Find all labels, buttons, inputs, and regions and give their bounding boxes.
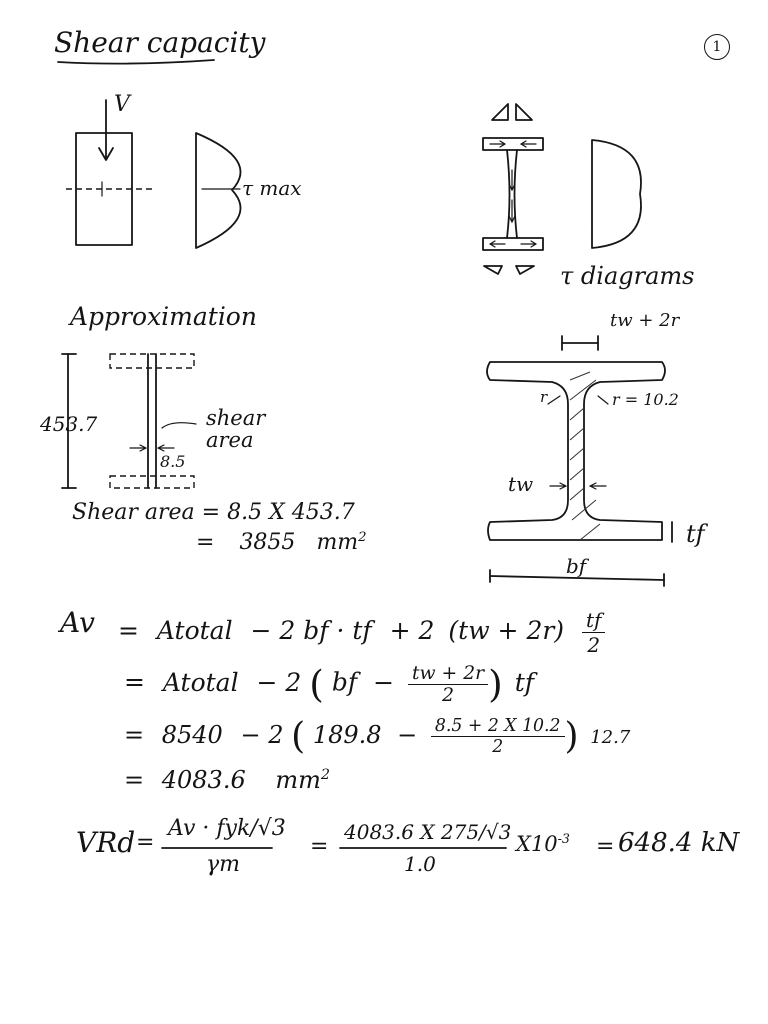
i-section-shear-flow-sketch xyxy=(482,103,642,275)
shear-area-note-2: area xyxy=(206,428,254,452)
av-value: 4083.6 xyxy=(161,766,246,794)
load-arrow-head xyxy=(98,147,114,161)
av-lhs: Av xyxy=(60,606,95,639)
load-label: V xyxy=(114,92,130,117)
vrd-factor-base: X10 xyxy=(516,832,558,856)
eq-sign: = xyxy=(118,616,139,645)
av-exp: 2 xyxy=(320,767,331,784)
rectangular-section-sketch xyxy=(66,99,152,246)
tw-2r-label: tw + 2r xyxy=(610,310,680,331)
tf-value: 12.7 xyxy=(590,727,631,748)
vrd-eq2: = xyxy=(310,834,329,859)
av-line-3: = 8540 − 2 ( 189.8 − 8.5 + 2 X 10.2 2 ) … xyxy=(124,716,631,757)
shear-area-calc-1: Shear area = 8.5 X 453.7 xyxy=(72,500,355,525)
shear-area-unit: mm xyxy=(316,530,359,555)
page-title: Shear capacity xyxy=(54,26,266,59)
vrd-frac2-den: 1.0 xyxy=(404,852,436,876)
vrd-frac1-num: Av · fyk/√3 xyxy=(168,816,286,841)
height-dim-label: 453.7 xyxy=(40,412,98,436)
bf-dim-line xyxy=(489,575,665,581)
av-line-2: = Atotal − 2 ( bf − tw + 2r 2 ) tf xyxy=(124,662,535,706)
ghost-top-flange xyxy=(109,353,195,369)
vrd-factor-exp: -3 xyxy=(557,831,570,847)
av-line-1: = Atotal − 2 bf · tf + 2 (tw + 2r) tf 2 xyxy=(118,608,606,657)
inner-minus: − xyxy=(373,667,395,697)
eq-sign: = xyxy=(124,667,145,697)
frac-den: 2 xyxy=(492,737,504,757)
frac-num: tf xyxy=(582,608,606,633)
rolled-i-section-sketch xyxy=(486,335,673,587)
bf-value: 189.8 xyxy=(312,721,382,749)
a-total: Atotal xyxy=(162,667,239,697)
title-underline xyxy=(57,59,215,65)
inner-minus: − xyxy=(397,721,418,749)
tf-over-2: tf 2 xyxy=(582,608,606,657)
a-total-value: 8540 xyxy=(161,721,223,749)
plus-2: + 2 xyxy=(389,616,435,645)
minus-2: − 2 xyxy=(256,667,302,697)
vrd-factor: X10-3 xyxy=(516,831,570,856)
frac-num: 8.5 + 2 X 10.2 xyxy=(430,716,565,737)
shear-area-eq2: = xyxy=(196,530,215,555)
web-stress-shape xyxy=(591,139,642,249)
tau-diagrams-caption: τ diagrams xyxy=(560,262,695,290)
shear-area-value: 3855 xyxy=(239,530,296,555)
vrd-eq3: = xyxy=(596,834,615,859)
vrd-frac2-num: 4083.6 X 275/√3 xyxy=(344,820,512,844)
minus-2bftf: − 2 bf · tf xyxy=(250,616,372,645)
shear-area-exp: 2 xyxy=(358,530,367,546)
shear-area-label: Shear area xyxy=(72,500,195,525)
frac-num: tw + 2r xyxy=(408,663,489,685)
bf: bf xyxy=(331,667,358,697)
tf: tf xyxy=(514,667,535,697)
i-section-outline xyxy=(486,361,666,541)
tw-label: tw xyxy=(508,472,534,496)
shear-area-calc-2: = 3855 mm2 xyxy=(196,530,367,555)
a-total: Atotal xyxy=(156,616,233,645)
bf-label: bf xyxy=(566,554,587,578)
leader-line xyxy=(161,422,197,429)
frac-den: 2 xyxy=(442,684,455,706)
tau-max-label: τ max xyxy=(242,176,302,200)
rect-section xyxy=(75,132,133,246)
approximation-sketch xyxy=(61,353,197,489)
web-root-over-2: 8.5 + 2 X 10.2 2 xyxy=(430,716,565,757)
parabolic-stress-sketch xyxy=(195,132,242,249)
approximation-heading: Approximation xyxy=(70,302,257,331)
parabola-shape xyxy=(195,132,242,249)
radius-mark-left: r xyxy=(540,388,548,406)
vrd-result: 648.4 kN xyxy=(618,828,740,858)
top-flange xyxy=(482,137,544,151)
shear-area-expr: 8.5 X 453.7 xyxy=(227,500,355,525)
av-line-4: = 4083.6 mm2 xyxy=(124,766,330,794)
shear-area-note-1: shear xyxy=(206,406,266,430)
eq-sign: = xyxy=(124,766,145,794)
vrd-eq1: = xyxy=(136,830,155,855)
bottom-flange xyxy=(482,237,544,251)
shear-area-eq: = xyxy=(201,500,221,525)
web-thickness-label: 8.5 xyxy=(160,452,186,471)
eq-sign: = xyxy=(124,721,145,749)
page-number: 1 xyxy=(704,34,730,60)
radius-value-label: r = 10.2 xyxy=(612,390,679,409)
vrd-lhs: VRd xyxy=(76,826,135,859)
ghost-bottom-flange xyxy=(109,475,195,489)
vrd-symbol: VRd xyxy=(76,826,136,859)
tf-label: tf xyxy=(686,520,705,548)
minus-2: − 2 xyxy=(240,721,284,749)
tw-2r-over-2: tw + 2r 2 xyxy=(408,663,489,706)
frac-den: 2 xyxy=(587,633,601,657)
vrd-frac1-den: γm xyxy=(206,852,241,877)
tw-2r-paren: (tw + 2r) xyxy=(448,616,565,645)
av-unit: mm xyxy=(275,766,321,794)
